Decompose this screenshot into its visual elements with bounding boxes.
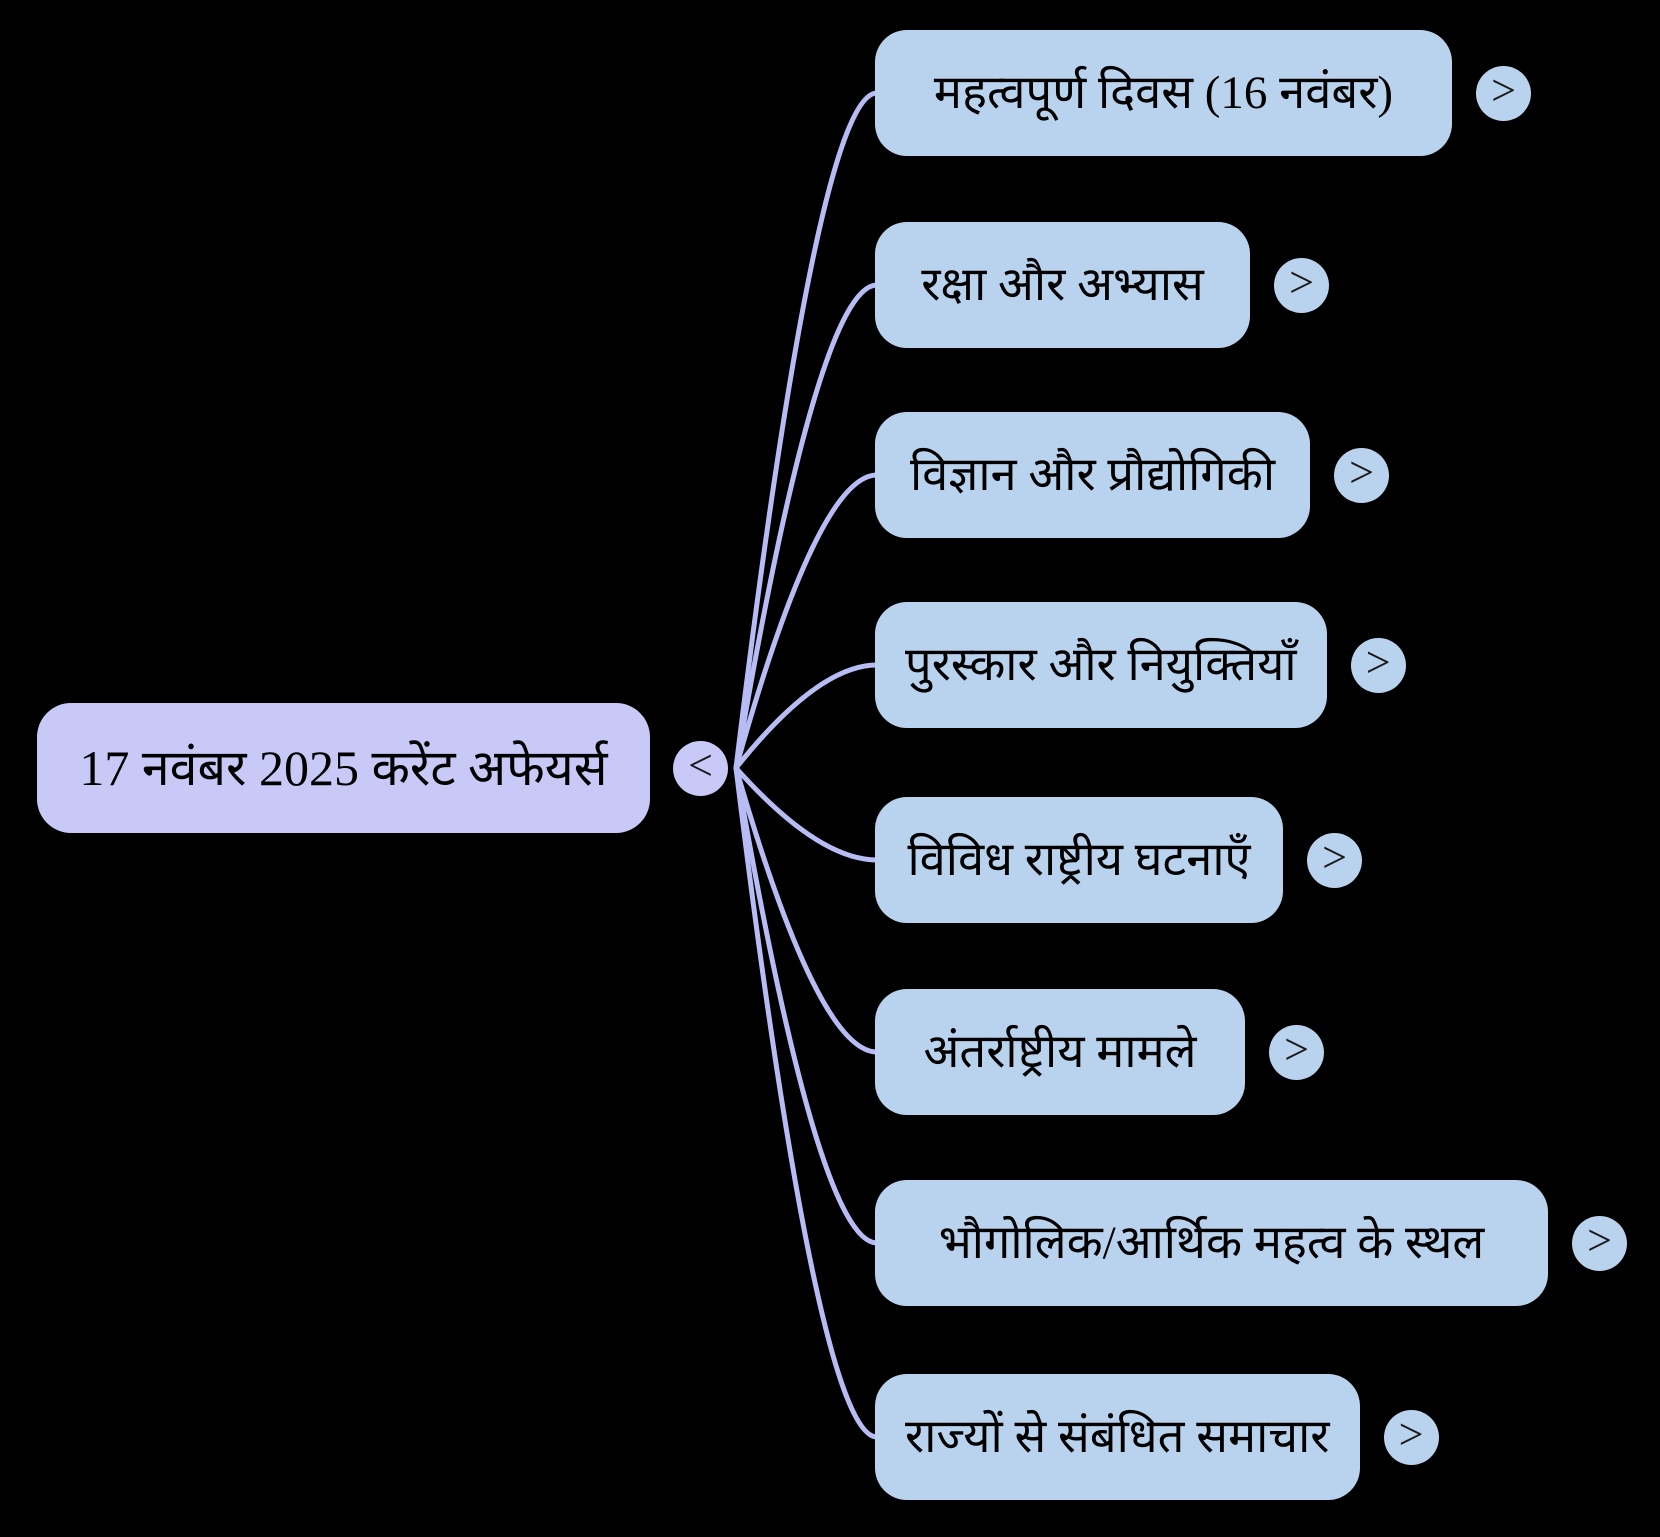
child-row-geo-economic-places: भौगोलिक/आर्थिक महत्व के स्थल > [875,1180,1627,1306]
child-node-misc-national-events[interactable]: विविध राष्ट्रीय घटनाएँ [875,797,1283,923]
root-row: 17 नवंबर 2025 करेंट अफेयर्स < [37,703,728,833]
edge-root-to-important-days [733,90,880,771]
child-node-science-technology[interactable]: विज्ञान और प्रौद्योगिकी [875,412,1310,538]
edge-root-to-state-news [733,765,880,1440]
expand-button[interactable]: > [1383,1409,1439,1465]
child-label: विविध राष्ट्रीय घटनाएँ [907,833,1251,886]
expand-button[interactable]: > [1572,1215,1627,1271]
child-row-international-affairs: अंतर्राष्ट्रीय मामले > [875,989,1324,1115]
edge-root-to-geo-economic-places [733,765,880,1246]
root-node[interactable]: 17 नवंबर 2025 करेंट अफेयर्स [37,703,650,833]
edge-root-to-defence-exercises [733,282,880,771]
expand-button[interactable]: > [1274,257,1329,313]
child-label: भौगोलिक/आर्थिक महत्व के स्थल [938,1216,1485,1269]
expand-button[interactable]: > [1334,447,1389,503]
child-label: अंतर्राष्ट्रीय मामले [923,1025,1197,1078]
expand-button[interactable]: > [1269,1024,1324,1080]
chevron-left-icon: < [688,741,713,790]
root-label: 17 नवंबर 2025 करेंट अफेयर्स [79,740,608,796]
collapse-button[interactable]: < [673,740,728,796]
child-row-awards-appointments: पुरस्कार और नियुक्तियाँ > [875,602,1406,728]
chevron-right-icon: > [1491,66,1516,115]
child-node-important-days[interactable]: महत्वपूर्ण दिवस (16 नवंबर) [875,30,1452,156]
child-label: विज्ञान और प्रौद्योगिकी [909,448,1276,501]
chevron-right-icon: > [1289,258,1314,307]
edge-root-to-awards-appointments [733,662,880,771]
child-row-science-technology: विज्ञान और प्रौद्योगिकी > [875,412,1389,538]
child-label: रक्षा और अभ्यास [921,258,1204,311]
edge-root-to-misc-national-events [733,765,880,863]
chevron-right-icon: > [1349,448,1374,497]
edge-root-to-international-affairs [733,765,880,1055]
expand-button[interactable]: > [1307,832,1362,888]
chevron-right-icon: > [1587,1216,1612,1265]
chevron-right-icon: > [1365,638,1391,687]
expand-button[interactable]: > [1476,65,1531,121]
child-row-defence-exercises: रक्षा और अभ्यास > [875,222,1329,348]
chevron-right-icon: > [1322,833,1347,882]
chevron-right-icon: > [1284,1025,1309,1074]
chevron-right-icon: > [1398,1410,1424,1459]
child-node-awards-appointments[interactable]: पुरस्कार और नियुक्तियाँ [875,602,1327,728]
child-node-international-affairs[interactable]: अंतर्राष्ट्रीय मामले [875,989,1245,1115]
child-label: महत्वपूर्ण दिवस (16 नवंबर) [933,66,1394,119]
child-label: राज्यों से संबंधित समाचार [905,1410,1330,1463]
child-row-state-news: राज्यों से संबंधित समाचार > [875,1374,1439,1500]
expand-button[interactable]: > [1350,637,1406,693]
child-node-geo-economic-places[interactable]: भौगोलिक/आर्थिक महत्व के स्थल [875,1180,1548,1306]
child-node-state-news[interactable]: राज्यों से संबंधित समाचार [875,1374,1360,1500]
child-node-defence-exercises[interactable]: रक्षा और अभ्यास [875,222,1250,348]
child-label: पुरस्कार और नियुक्तियाँ [905,638,1297,691]
edge-root-to-science-technology [733,472,880,771]
child-row-important-days: महत्वपूर्ण दिवस (16 नवंबर) > [875,30,1531,156]
child-row-misc-national-events: विविध राष्ट्रीय घटनाएँ > [875,797,1362,923]
